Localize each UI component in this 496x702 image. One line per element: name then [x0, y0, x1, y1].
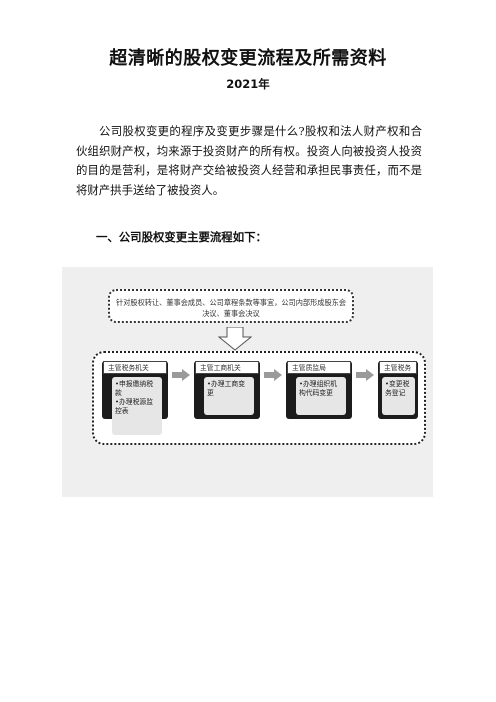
right-arrow-icon — [264, 369, 282, 381]
stage-quality: 主管质监局 •办理组织机构代码变更 — [286, 361, 352, 419]
right-arrow-icon — [172, 369, 190, 381]
stage-item: •变更税务登记 — [385, 380, 410, 397]
right-arrow-icon — [356, 369, 374, 381]
section-heading: 一、公司股权变更主要流程如下： — [96, 230, 267, 244]
stage-commerce: 主管工商机关 •办理工商变更 — [194, 361, 260, 419]
stage-tax-1: 主管税务机关 •申报缴纳税款 •办理税源监控表 — [102, 361, 168, 435]
stage-label: 主管工商机关 — [195, 361, 259, 374]
stage-label: 主管质监局 — [287, 361, 351, 374]
document-title: 超清晰的股权变更流程及所需资料 — [109, 48, 387, 69]
stage-body: •申报缴纳税款 •办理税源监控表 — [112, 377, 162, 435]
stage-body: •办理工商变更 — [204, 377, 254, 415]
agency-flow-box: 主管税务机关 •申报缴纳税款 •办理税源监控表 主管工商机关 •办理工商变更 主… — [92, 351, 426, 445]
stage-item: •申报缴纳税款 — [115, 380, 153, 397]
stage-item: •办理工商变更 — [207, 380, 245, 397]
stage-label: 主管税务机关 — [103, 361, 167, 374]
intro-paragraph: 公司股权变更的程序及变更步骤是什么?股权和法人财产权和合伙组织财产权，均来源于投… — [76, 124, 422, 197]
stage-label: 主管税务机关 — [379, 361, 417, 385]
stage-body: •办理组织机构代码变更 — [296, 377, 346, 415]
stage-item: •办理税源监控表 — [115, 398, 153, 415]
resolution-box: 针对股权转让、董事会成员、公司章程条款等事宜，公司内部形成股东会决议、董事会决议 — [108, 289, 354, 323]
down-arrow-icon — [218, 327, 252, 351]
stage-body: •变更税务登记 — [382, 377, 415, 415]
flow-diagram: 针对股权转让、董事会成员、公司章程条款等事宜，公司内部形成股东会决议、董事会决议… — [62, 267, 433, 497]
stage-item: •办理组织机构代码变更 — [299, 380, 337, 397]
stage-tax-2: 主管税务机关 •变更税务登记 — [378, 361, 418, 419]
document-subtitle: 2021年 — [226, 77, 270, 91]
